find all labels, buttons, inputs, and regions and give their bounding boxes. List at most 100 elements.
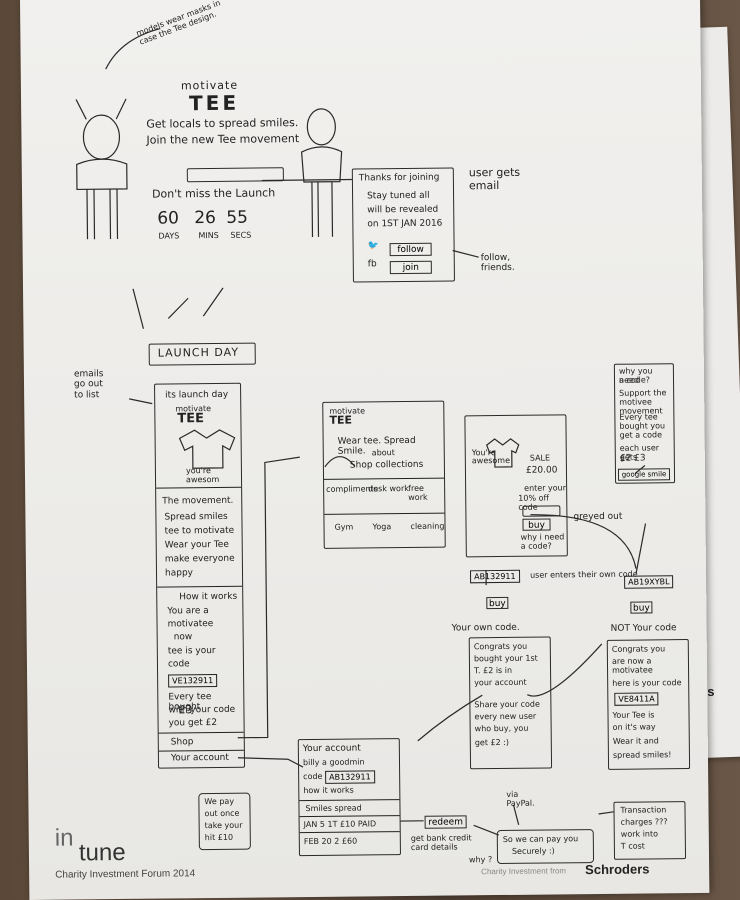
countdown-mins-value: 26 (194, 207, 217, 229)
own-line-2: bought your 1st (473, 653, 538, 664)
buy-button-own[interactable]: buy (486, 596, 509, 610)
not-your-code-label: NOT Your code (610, 623, 677, 634)
pay-line-1: So we can pay you (502, 834, 579, 844)
we-pay-line-4: hit £10 (204, 832, 234, 843)
how-line-2: motivatee (167, 619, 214, 630)
emails-note: emails go out to list (73, 369, 104, 401)
cat-yoga[interactable]: Yoga (372, 522, 392, 532)
movement-line-5: happy (164, 568, 194, 579)
thanks-joining-box: Thanks for joining Stay tuned all will b… (351, 167, 455, 283)
from-caption: Charity Investment from (481, 866, 567, 877)
trans-line-3: work into (620, 829, 659, 839)
countdown-secs-value: 55 (226, 207, 249, 228)
countdown-mins-unit: MINS (198, 230, 219, 241)
product-awesome: awesome (471, 455, 511, 466)
buy-button-other[interactable]: buy (630, 601, 653, 614)
we-pay-line-1: We pay (204, 796, 235, 807)
product-price: £20.00 (525, 465, 558, 476)
why-code-link[interactable]: why i need a code? (520, 532, 565, 551)
right-line-2: a code? (618, 375, 651, 385)
email-divider-2 (157, 585, 243, 588)
we-pay-note-box: We pay out once take your hit £10 (198, 792, 251, 851)
own-line-1: Congrats you (473, 641, 528, 652)
movement-line-3: Wear your Tee (164, 539, 229, 551)
not-line-1: Congrats you (611, 644, 666, 654)
account-divider-1 (299, 799, 400, 802)
account-divider-2 (299, 815, 400, 818)
cat-cleaning[interactable]: cleaning (410, 521, 445, 531)
product-enter: enter your (524, 483, 567, 493)
cat-gym[interactable]: Gym (334, 522, 354, 532)
schroders-brand: Schroders (585, 861, 650, 878)
follow-button[interactable]: follow (389, 242, 432, 257)
account-divider-3 (299, 831, 400, 834)
we-pay-line-2: out once (204, 808, 240, 819)
code-entered-badge: AB132911 (469, 569, 520, 584)
not-line-3: here is your code (612, 678, 682, 688)
sketch-paper-sheet: models wear masks in case the Tee design… (20, 0, 710, 900)
site-tee: TEE (329, 413, 353, 427)
not-line-6: Wear it and (612, 736, 659, 746)
follow-friends-note: follow, friends. (480, 252, 515, 274)
why-note: why ? (468, 855, 493, 865)
movement-line-1: Spread smiles (164, 511, 228, 523)
email-amount: £3 (178, 703, 193, 717)
account-title: Your account (302, 743, 361, 755)
pay-line-2: Securely :) (511, 846, 555, 856)
tagline-line-1: Get locals to spread smiles. (146, 116, 299, 131)
not-line-7: spread smiles! (612, 750, 672, 760)
product-buy-button[interactable]: buy (522, 518, 551, 531)
forum-caption: Charity Investment Forum 2014 (55, 868, 196, 881)
product-code-input[interactable] (522, 505, 561, 517)
thanks-line-3: will be revealed (367, 204, 439, 216)
join-button[interactable]: join (389, 260, 432, 275)
email-divider-1 (156, 486, 242, 489)
every-line-3: you get £2 (168, 717, 218, 729)
own-line-6: every new user (474, 711, 537, 722)
site-shop-collection[interactable]: Shop collections (349, 459, 424, 471)
fb-label: fb (367, 259, 377, 270)
account-row-2: FEB 20 2 £60 (303, 836, 358, 847)
website-homepage-box: motivate TEE Wear tee. Spread Smile. abo… (322, 400, 446, 549)
own-code-result-box: Congrats you bought your 1st T. £2 is in… (468, 636, 553, 770)
code-other-badge: AB19XYBL (624, 575, 674, 589)
thanks-line-2: Stay tuned all (367, 190, 430, 202)
trans-line-4: T cost (620, 841, 645, 851)
user-enters-note: user enters their own code (530, 569, 638, 580)
trans-line-1: Transaction (620, 805, 667, 815)
get-bank-note: get bank credit card details (410, 833, 472, 853)
account-how-link[interactable]: how it works (303, 785, 354, 796)
email-divider-4 (158, 749, 244, 752)
google-smile-button[interactable]: google smile (617, 468, 671, 481)
shop-link[interactable]: Shop (170, 737, 194, 748)
redeem-button[interactable]: redeem (424, 815, 467, 829)
email-signup-input[interactable] (186, 167, 284, 183)
email-code-badge: VE132911 (168, 673, 218, 688)
not-line-5: on it's way (612, 722, 656, 732)
own-line-5: Share your code (474, 699, 540, 710)
how-line-3: now (173, 632, 193, 643)
intune-logo-tune: tune (78, 838, 126, 867)
thanks-line-1: Thanks for joining (358, 172, 440, 184)
not-line-2: are now a motivatee (611, 656, 653, 676)
cat-free-work[interactable]: free work (408, 483, 428, 503)
account-link[interactable]: Your account (170, 752, 229, 764)
right-line-9: £2 £3 (619, 453, 646, 464)
not-code-badge: VE8411A (614, 692, 659, 706)
tee-logo-text: TEE (188, 90, 240, 116)
cat-desk-work[interactable]: desk work (368, 483, 409, 494)
tagline-line-2: Join the new Tee movement (146, 132, 300, 147)
email-divider-3 (158, 731, 244, 734)
twitter-bird-icon: 🐦 (367, 241, 379, 252)
account-page-box: Your account billy a goodmin code AB1329… (297, 738, 401, 857)
transaction-charges-box: Transaction charges ??? work into T cost (613, 801, 687, 860)
site-about-link[interactable]: about (371, 448, 395, 458)
own-line-4: your account (474, 677, 527, 688)
right-line-7: get a code (619, 430, 663, 440)
launch-line: its launch day (165, 389, 229, 401)
own-line-8: get £2 :) (474, 737, 510, 748)
countdown-days-unit: DAYS (158, 231, 180, 241)
launch-day-text: LAUNCH DAY (157, 345, 240, 360)
user-gets-email-note: user gets email (468, 165, 521, 192)
thanks-line-4: on 1ST JAN 2016 (367, 218, 443, 230)
